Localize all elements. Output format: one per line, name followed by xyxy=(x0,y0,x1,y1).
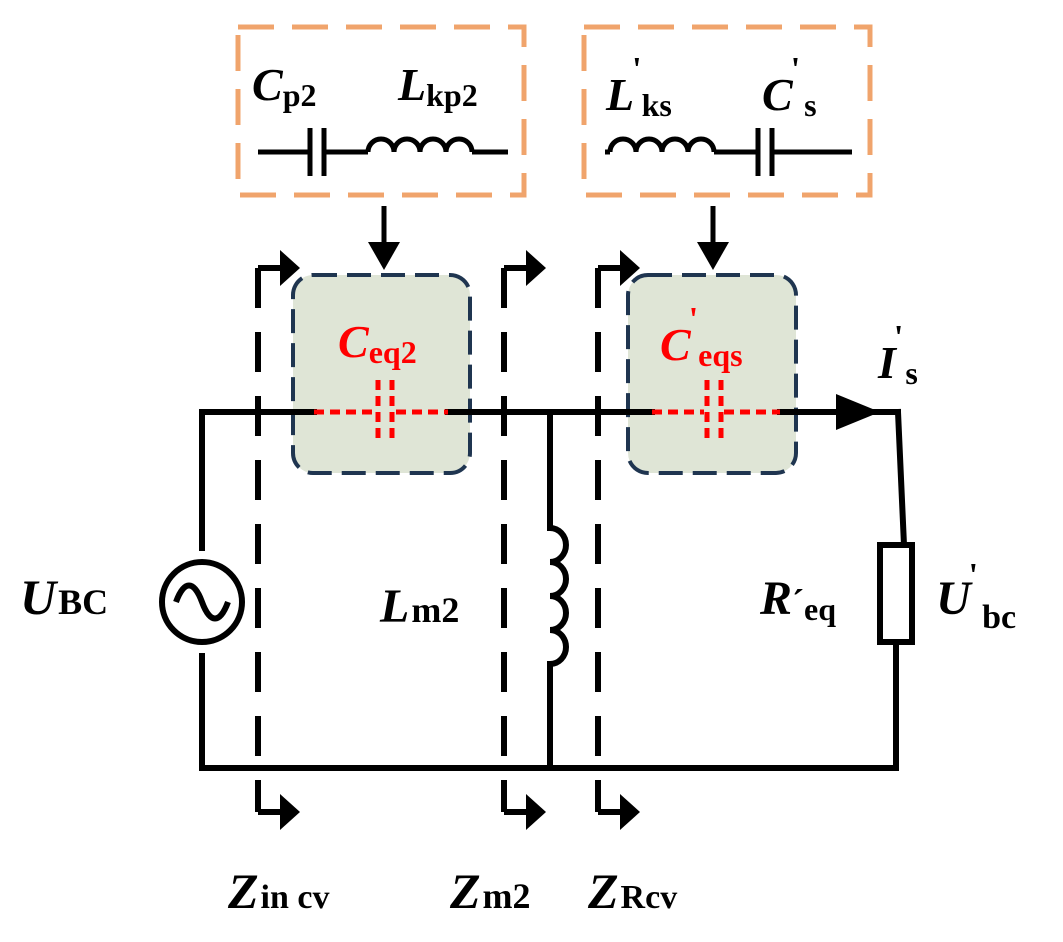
resistor-req-symbol xyxy=(877,542,915,645)
ceqs-capacitor-dashed xyxy=(652,380,780,444)
inductor-lks-symbol xyxy=(605,136,756,155)
current-arrow xyxy=(836,394,880,430)
lm2-label: Lm2 xyxy=(379,580,459,633)
arrow-zincv-bottom xyxy=(280,794,300,830)
zincv-label: Zin cv xyxy=(227,863,330,919)
ceq2-label: Ceq2 xyxy=(338,316,417,370)
arrow-zm2-top xyxy=(526,250,546,286)
ceq2-box xyxy=(291,273,472,475)
capacitor-cp2-symbol xyxy=(258,128,368,176)
ceqs-label: C'eqs xyxy=(660,301,743,373)
inductor-lkp2-symbol xyxy=(365,136,508,155)
zm2-label: Zm2 xyxy=(449,863,531,919)
ceq2-capacitor-dashed xyxy=(314,380,448,444)
arrow-zincv-top xyxy=(280,250,300,286)
arrow-zrcv-bottom xyxy=(620,794,640,830)
req-label: R´eq xyxy=(759,572,836,627)
lkp2-label: Lkp2 xyxy=(397,59,478,113)
inductor-lm2-symbol xyxy=(549,525,569,667)
zrcv-label: ZRcv xyxy=(587,863,677,919)
primary-compensation-box: Cp2 Lkp2 xyxy=(235,24,527,198)
ac-source-symbol xyxy=(159,559,245,645)
down-arrow-left xyxy=(368,206,400,270)
circuit-wires xyxy=(199,408,908,771)
capacitor-cs-symbol xyxy=(755,128,852,176)
cs-label: C's xyxy=(762,51,817,123)
cp2-label: Cp2 xyxy=(252,59,316,113)
arrow-zrcv-top xyxy=(620,250,640,286)
ubc-load-label: U'bc xyxy=(936,557,1016,636)
current-is-label: I's xyxy=(877,319,918,391)
ubc-source-label: UBC xyxy=(20,569,108,625)
plane-zincv xyxy=(255,265,284,815)
secondary-compensation-box: L'ks C's xyxy=(581,24,873,198)
arrow-zm2-bottom xyxy=(526,794,546,830)
down-arrow-right xyxy=(697,206,729,270)
ceqs-box xyxy=(626,273,798,475)
lks-label: L'ks xyxy=(605,51,672,123)
plane-zm2 xyxy=(501,265,530,815)
plane-zrcv xyxy=(595,265,624,815)
